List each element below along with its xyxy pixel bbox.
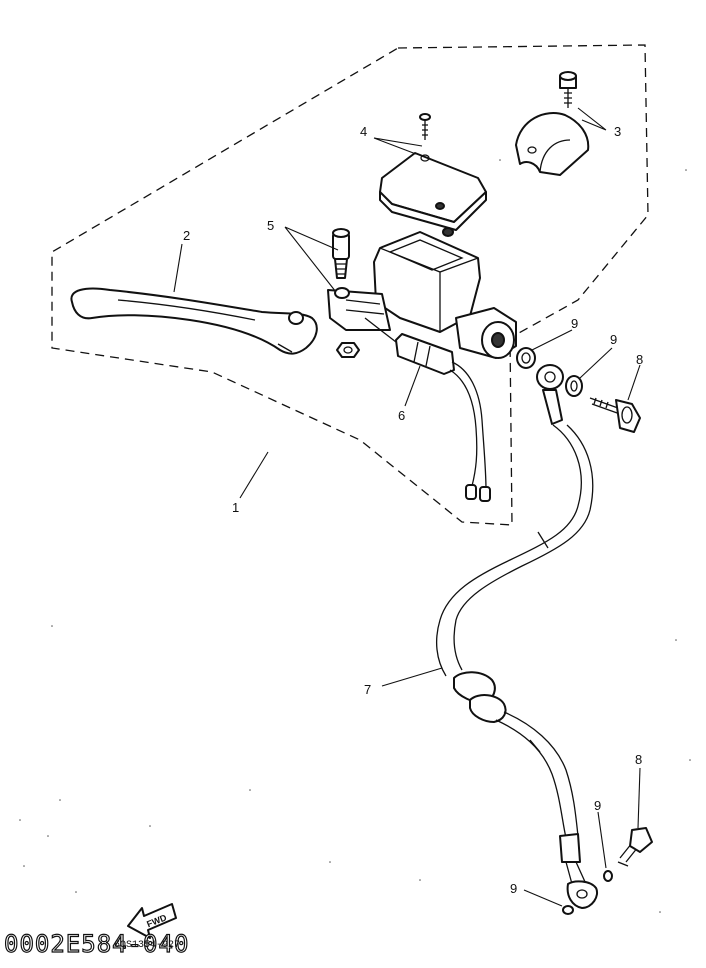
brake-light-switch[interactable]	[364, 317, 491, 502]
callout-6: 6	[398, 408, 405, 423]
callout-8-lower: 8	[635, 752, 642, 767]
copper-washer-upper-a[interactable]	[516, 347, 536, 369]
scan-noise	[19, 159, 691, 913]
leader-lines	[173, 107, 641, 907]
footer-reference-code: 0002E584-040	[4, 930, 189, 958]
copper-washer-lower-a[interactable]	[603, 870, 613, 882]
callout-9-c: 9	[594, 798, 601, 813]
callout-3: 3	[614, 124, 621, 139]
callout-numbers: 1 2 3 4 5 6 7 8 8 9 9 9 9	[183, 124, 643, 896]
handlebar-holder[interactable]	[515, 112, 590, 176]
cover-screw[interactable]	[419, 113, 431, 140]
callout-9-d: 9	[510, 881, 517, 896]
callout-8-upper: 8	[636, 352, 643, 367]
callout-7: 7	[364, 682, 371, 697]
pivot-nut[interactable]	[336, 342, 360, 358]
footer-subcode: 6QS1354-927	[114, 940, 180, 951]
callout-1: 1	[232, 500, 239, 515]
copper-washer-lower-b[interactable]	[562, 905, 574, 915]
brake-hose[interactable]	[435, 364, 598, 909]
reservoir-cover[interactable]	[379, 152, 487, 231]
union-bolt-lower[interactable]	[617, 827, 653, 867]
callout-9-a: 9	[571, 316, 578, 331]
callout-4: 4	[360, 124, 367, 139]
pivot-bolt[interactable]	[332, 228, 350, 279]
union-bolt-upper[interactable]	[589, 397, 641, 433]
copper-washer-upper-b[interactable]	[565, 375, 583, 397]
assembly-boundary	[51, 44, 649, 526]
brake-lever[interactable]	[70, 287, 318, 355]
callout-2: 2	[183, 228, 190, 243]
master-cylinder-body[interactable]	[327, 227, 517, 359]
holder-bolt[interactable]	[559, 71, 577, 108]
callout-9-b: 9	[610, 332, 617, 347]
callout-5: 5	[267, 218, 274, 233]
